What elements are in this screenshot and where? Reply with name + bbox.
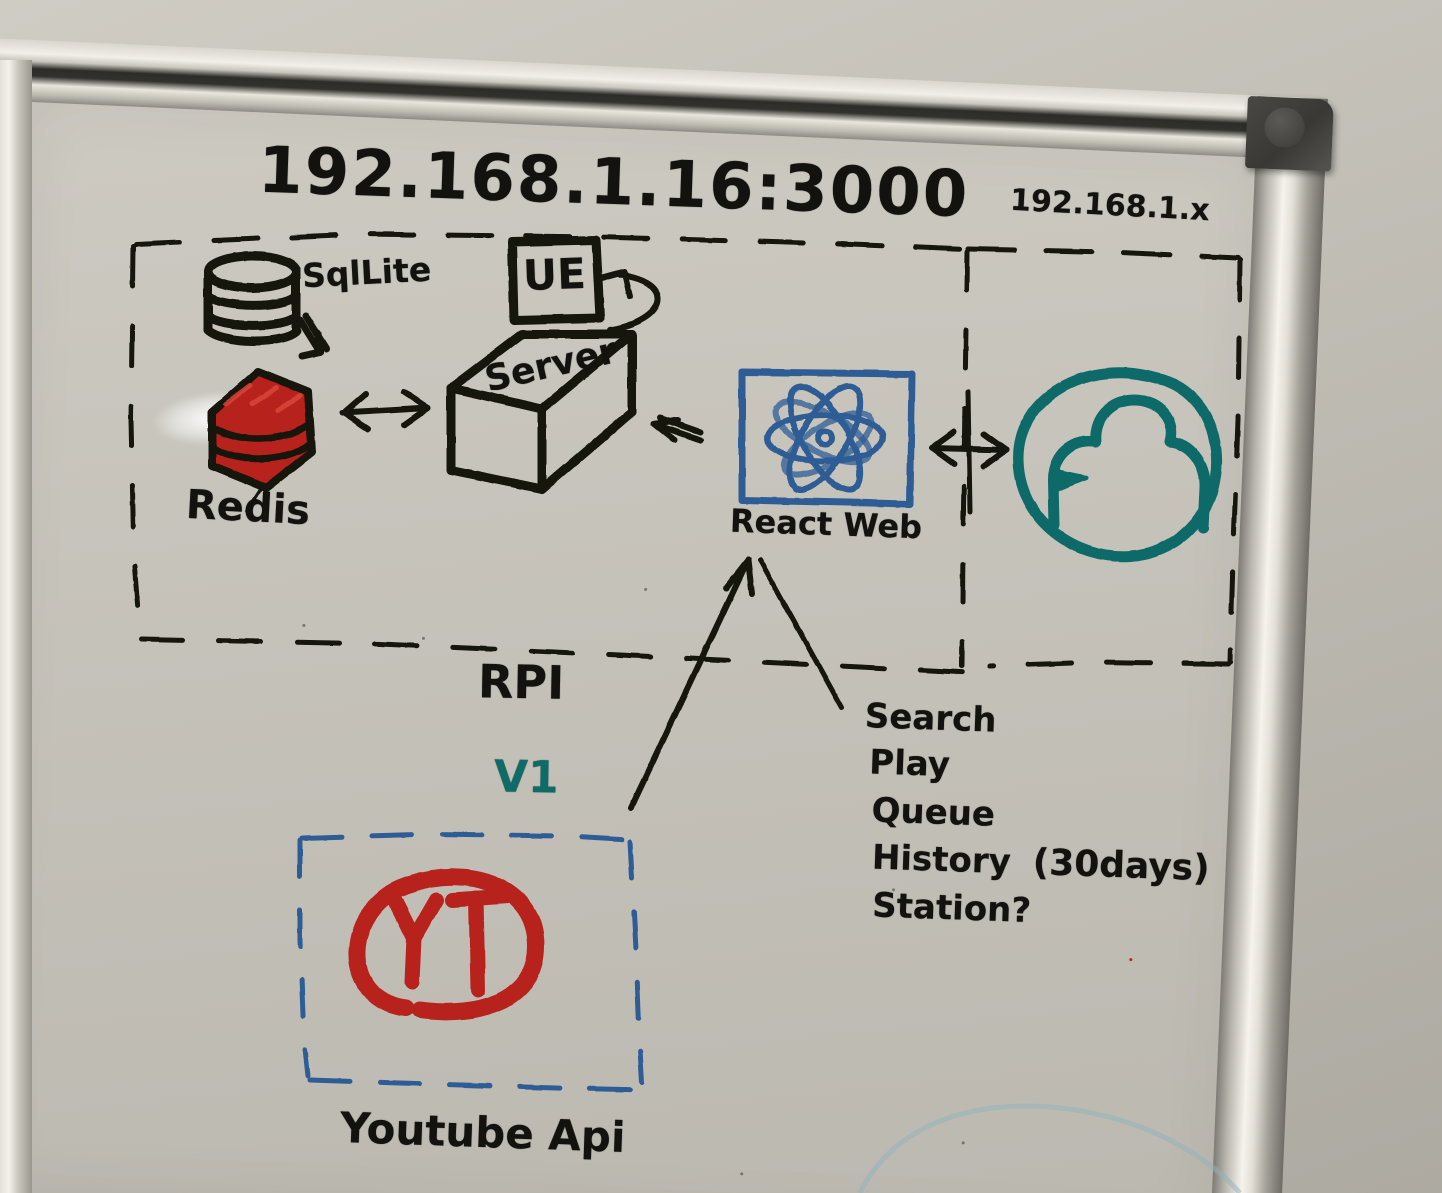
youtube-api-label: Youtube Api — [339, 1103, 627, 1162]
react-web-label: React Web — [729, 501, 923, 547]
ue-server-curved-arrow — [599, 269, 661, 333]
server-3d-box-icon — [446, 329, 637, 494]
rpi-label: RPI — [477, 654, 565, 710]
redis-server-arrow — [339, 389, 431, 432]
react-user-arrow — [929, 389, 1009, 515]
user-avatar-notch — [1048, 468, 1088, 494]
feature-item-queue: Queue — [870, 790, 996, 835]
client-boundary-group — [959, 246, 1243, 669]
redis-label: Redis — [184, 481, 312, 535]
react-atom-icon — [764, 383, 886, 493]
react-server-arrow — [651, 415, 703, 443]
feature-item-history-note: (30days) — [1032, 842, 1211, 890]
react-web-box — [738, 368, 916, 508]
version-label: V1 — [493, 751, 560, 804]
sqlite-database-icon — [203, 251, 302, 346]
feature-list: Search Play Queue History (30days) Stati… — [859, 696, 1210, 931]
yt-monogram — [388, 888, 516, 998]
backend-boundary-group — [128, 231, 983, 676]
sqlite-label: SqlLite — [301, 249, 433, 296]
ue-label: UE — [522, 248, 587, 301]
feature-item-history: History — [871, 837, 1012, 883]
feature-item-history-row: History (30days) — [871, 837, 1210, 890]
react-features-line — [757, 557, 845, 711]
frame-left-rail — [0, 60, 32, 1193]
feature-item-play: Play — [868, 742, 951, 786]
sqlite-server-arrow — [296, 312, 330, 360]
react-youtube-arrow — [628, 557, 755, 811]
youtube-circle-icon — [348, 868, 545, 1021]
ue-box-icon — [507, 235, 605, 325]
youtube-boundary-group — [297, 831, 647, 1093]
redis-icon — [208, 368, 316, 492]
user-avatar-icon — [1012, 367, 1223, 562]
